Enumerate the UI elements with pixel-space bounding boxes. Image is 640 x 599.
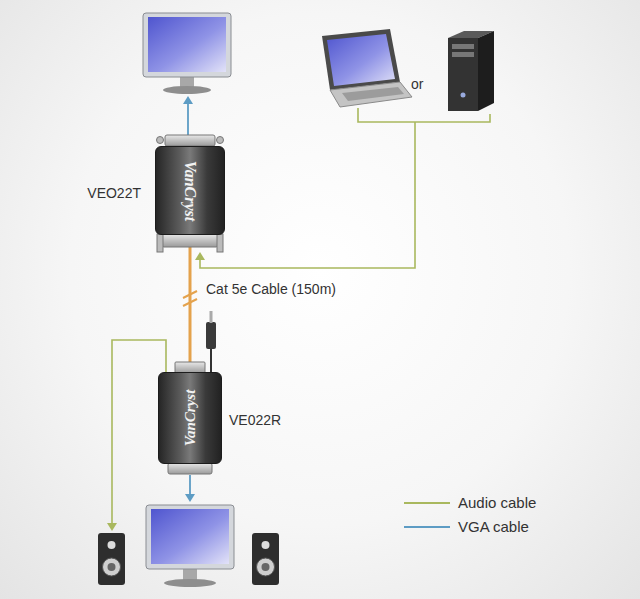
pc-tower [448,31,494,111]
annotation: or [411,76,423,92]
speaker [98,533,125,585]
legend-text: Audio cable [458,494,536,512]
arrow-head [185,494,195,502]
extender-unit: VEO22TVanCryst [155,146,225,235]
legend-text: VGA cable [458,518,529,536]
device-label: VEO22T [87,185,141,201]
vga-cable [189,475,191,495]
cable-label: Cat 5e Cable (150m) [206,281,336,297]
legend-entry: Audio cable [404,494,536,512]
brand-logo: VanCryst [182,160,198,220]
power-plug [206,311,216,373]
vga-cable [200,108,490,268]
arrow-head [195,252,205,260]
laptop [322,29,412,107]
legend-swatch [404,497,450,509]
monitor [146,505,234,587]
legend-swatch [404,521,450,533]
brand-logo: VanCryst [183,390,198,447]
arrow-head [183,96,193,104]
legend-line [404,526,450,528]
monitor [143,13,231,94]
vga-cable [187,103,189,136]
legend-entry: VGA cable [404,518,529,536]
device-label: VE022R [229,412,281,428]
extender-unit: VE022RVanCryst [158,372,222,464]
speaker [252,533,279,585]
arrow-head [107,523,117,531]
legend-line [404,502,450,504]
cable-break [183,291,197,306]
